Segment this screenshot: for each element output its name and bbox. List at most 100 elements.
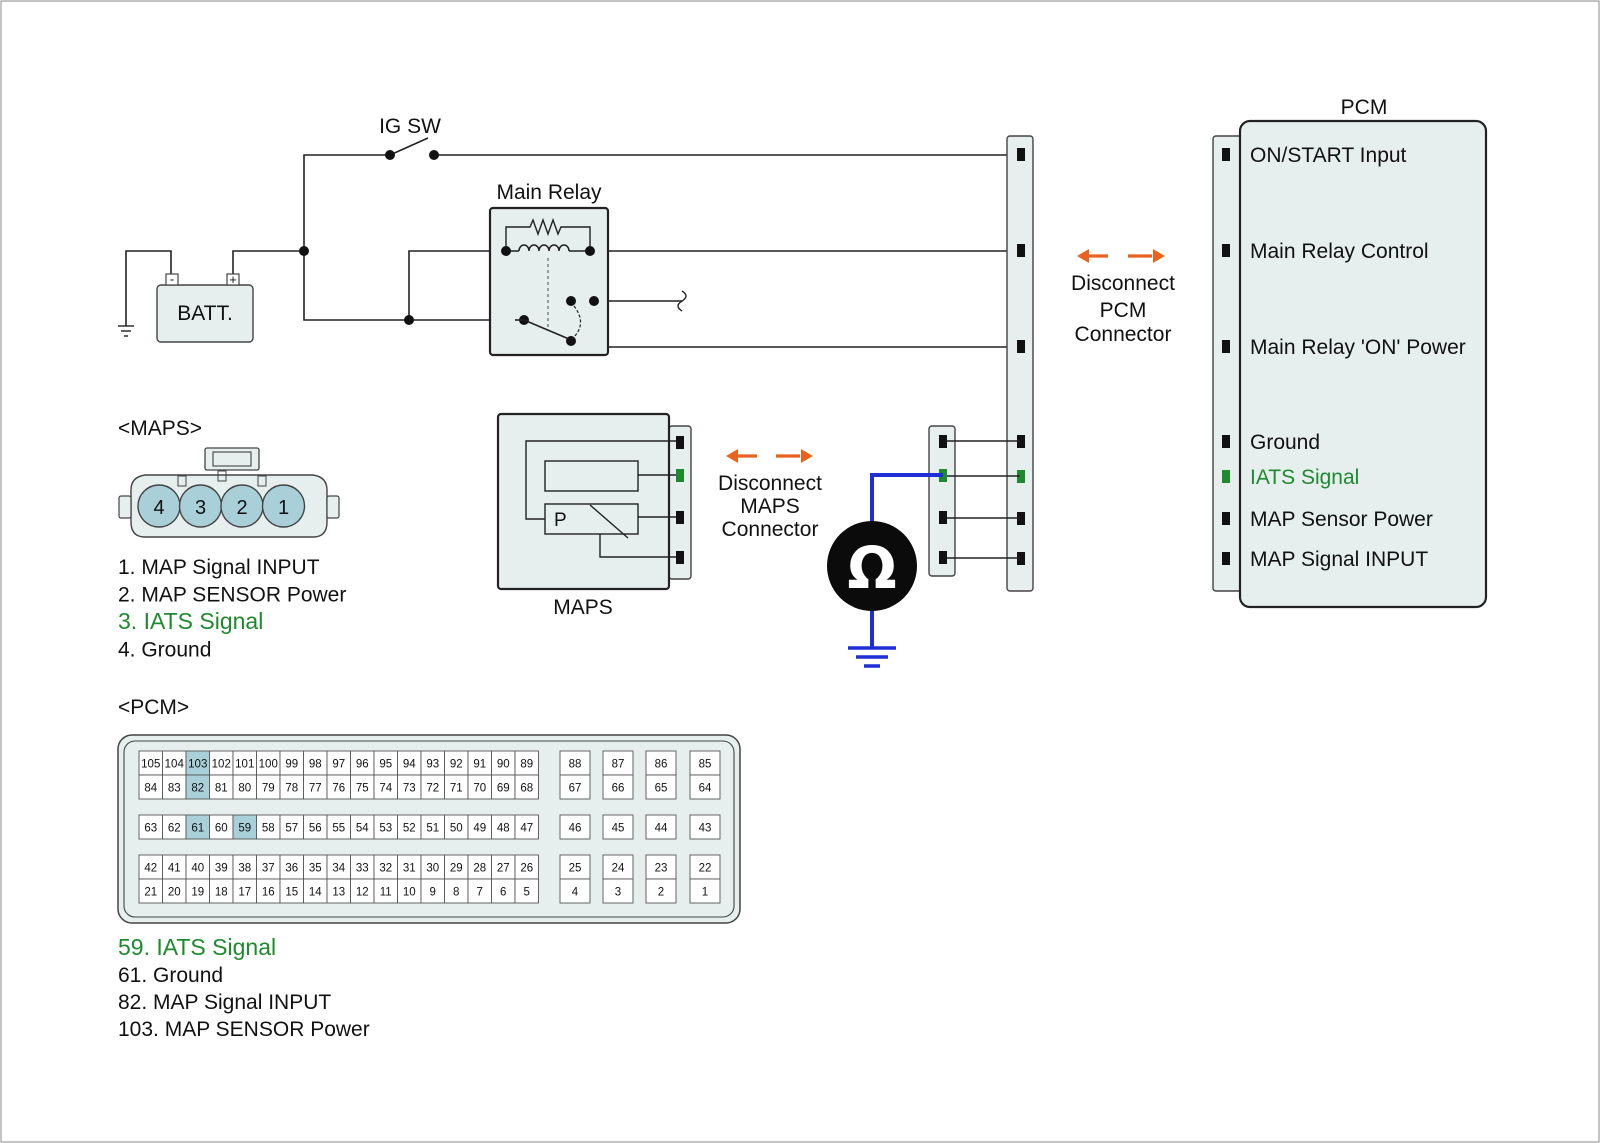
pcm-pin-number: 51 (426, 823, 439, 835)
maps-pin-number: 3 (195, 497, 206, 519)
pcm-pin-cell (645, 814, 677, 840)
pcm-pin-number: 98 (309, 759, 322, 771)
pcm-pin-number: 2 (658, 887, 664, 899)
pcm-pin-number: 57 (285, 823, 298, 835)
pcm-pin-number: 84 (144, 783, 157, 795)
main-relay-power-wire (593, 301, 1020, 348)
pcm-pin-number: 64 (699, 783, 712, 795)
pcm-pin-number: 59 (238, 823, 251, 835)
battery-plus-label: + (229, 272, 237, 287)
pcm-pin-number: 56 (309, 823, 322, 835)
ohmmeter: Ω (827, 473, 943, 668)
maps-pin-number: 2 (236, 497, 247, 519)
pcm-terminal-label: IATS Signal (1250, 466, 1359, 489)
pcm-pin-cell (514, 878, 539, 904)
pcm-pin-cell (689, 814, 721, 840)
pcm-pin-number: 82 (191, 783, 204, 795)
pcm-pin-number: 34 (332, 863, 345, 875)
pcm-module (1238, 119, 1488, 609)
pcm-pin-number: 85 (699, 759, 712, 771)
pcm-pin-number: 11 (380, 887, 392, 899)
pcm-pin-number: 76 (332, 783, 345, 795)
pcm-pin-number: 80 (238, 783, 251, 795)
pcm-pin-number: 69 (497, 783, 510, 795)
pcm-pin-number: 92 (450, 759, 463, 771)
pcm-pin-number: 25 (569, 863, 582, 875)
maps-label: MAPS (553, 596, 613, 619)
pcm-pin-number: 44 (655, 823, 668, 835)
pcm-connector-title: <PCM> (118, 696, 189, 719)
pcm-pin-number: 101 (235, 759, 254, 771)
pcm-pin-number: 46 (569, 823, 582, 835)
pcm-pin-number: 53 (379, 823, 392, 835)
maps-legend-item: 1. MAP Signal INPUT (118, 556, 320, 579)
pcm-pin-cell (689, 878, 721, 904)
pcm-pin-number: 90 (497, 759, 510, 771)
pcm-terminal-pin (1222, 340, 1230, 353)
battery-minus-label: - (170, 272, 174, 287)
pcm-pin-number: 32 (379, 863, 392, 875)
pcm-pin-number: 104 (165, 759, 185, 771)
disconnect-pcm-line2: PCM (1100, 299, 1147, 322)
pcm-pin-number: 67 (569, 783, 582, 795)
pcm-pin-number: 22 (699, 863, 712, 875)
pcm-pin-number: 13 (332, 887, 345, 899)
pcm-pin-number: 86 (655, 759, 668, 771)
pcm-pin-number: 19 (191, 887, 204, 899)
pcm-pin-number: 68 (520, 783, 533, 795)
pcm-pin-number: 5 (524, 887, 530, 899)
pcm-pin-number: 20 (168, 887, 181, 899)
disconnect-maps-line1: Disconnect (718, 472, 822, 495)
battery-label: BATT. (177, 302, 233, 325)
pcm-legend-item: 59. IATS Signal (118, 934, 276, 960)
pcm-pin-number: 81 (215, 783, 228, 795)
pcm-pin-number: 79 (262, 783, 275, 795)
maps-sensor: P (496, 412, 692, 591)
pcm-pin-number: 63 (144, 823, 157, 835)
pcm-pin-number: 47 (520, 823, 533, 835)
pcm-pin-cell (559, 878, 591, 904)
pcm-pin-number: 40 (191, 863, 204, 875)
disconnect-pcm-arrows (1077, 249, 1165, 263)
pcm-legend-item: 61. Ground (118, 964, 223, 987)
pcm-title: PCM (1341, 96, 1388, 119)
pcm-pin-number: 88 (569, 759, 582, 771)
pcm-pin-number: 62 (168, 823, 181, 835)
pcm-pin-number: 78 (285, 783, 298, 795)
pcm-pin-number: 4 (572, 887, 579, 899)
pcm-pin-number: 7 (477, 887, 483, 899)
pcm-legend-item: 82. MAP Signal INPUT (118, 991, 331, 1014)
maps-p-label: P (554, 510, 567, 531)
pcm-pin-number: 42 (144, 863, 157, 875)
pcm-pin-number: 54 (356, 823, 369, 835)
pcm-terminal-label: Main Relay 'ON' Power (1250, 336, 1466, 359)
pcm-pin-number: 45 (612, 823, 625, 835)
ohm-icon: Ω (847, 534, 896, 602)
pcm-pin-number: 87 (612, 759, 625, 771)
pcm-pin-number: 31 (403, 863, 416, 875)
pcm-pin-number: 99 (285, 759, 298, 771)
disconnect-maps-arrows (726, 449, 813, 463)
pcm-pin-cell (645, 878, 677, 904)
pcm-terminal-label: Main Relay Control (1250, 240, 1429, 263)
pcm-pin-number: 6 (500, 887, 506, 899)
disconnect-maps-line3: Connector (722, 518, 819, 541)
pcm-pin-cell (602, 750, 634, 776)
maps-connector-title: <MAPS> (118, 417, 202, 440)
pcm-pin-cell (602, 814, 634, 840)
pcm-pin-number: 49 (473, 823, 486, 835)
maps-pin (261, 484, 306, 528)
pcm-pin-number: 100 (259, 759, 278, 771)
pcm-pin-cell (645, 774, 677, 800)
pcm-pin-number: 65 (655, 783, 668, 795)
pcm-pin-number: 17 (238, 887, 251, 899)
pcm-pin-number: 73 (403, 783, 416, 795)
pcm-pin-number: 28 (473, 863, 486, 875)
pcm-harness-pins (1017, 148, 1025, 565)
pcm-pin-number: 27 (497, 863, 510, 875)
main-relay (488, 206, 610, 357)
